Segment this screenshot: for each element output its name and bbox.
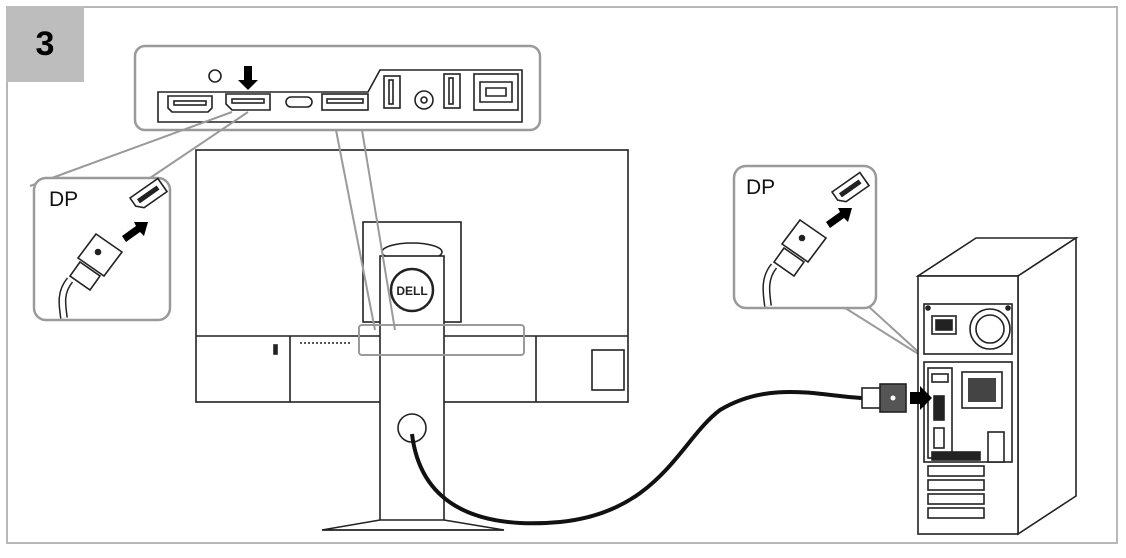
down-arrow-icon [238,66,258,90]
port-panel-callout [133,44,542,132]
displayport-icon [830,171,871,203]
displayport-cable [410,383,932,526]
port-area-highlight [358,324,525,356]
computer-tower [915,236,1079,536]
figure-frame [6,6,1118,544]
step-badge: 3 [6,6,84,82]
dp-cable-plug-right [762,218,828,307]
usb-c-port [285,96,313,108]
computer-dp-callout [732,164,937,369]
usb-a-port-vertical-2 [443,73,461,109]
displayport-icon [128,177,169,209]
step-number: 3 [35,24,55,63]
displayport-port [225,93,271,111]
right-arrow-icon [910,386,932,410]
dell-logo: DELL [389,267,435,313]
zoom-lines [335,129,396,331]
audio-jack [414,90,434,110]
dp-cable-plug-left [58,232,124,319]
screw-hole [208,69,222,83]
hdmi-port [167,95,213,113]
monitor-dp-callout [32,176,172,322]
usb-a-port [321,93,369,111]
dell-logo-text: DELL [396,284,427,298]
callout-pointer-left [29,111,249,187]
computer-port-label: DP [746,176,776,199]
monitor-port-label: DP [49,188,79,211]
ethernet-port [473,73,519,111]
right-arrow-icon [826,208,852,228]
right-arrow-icon [122,222,148,242]
usb-a-port-vertical-1 [383,75,401,109]
